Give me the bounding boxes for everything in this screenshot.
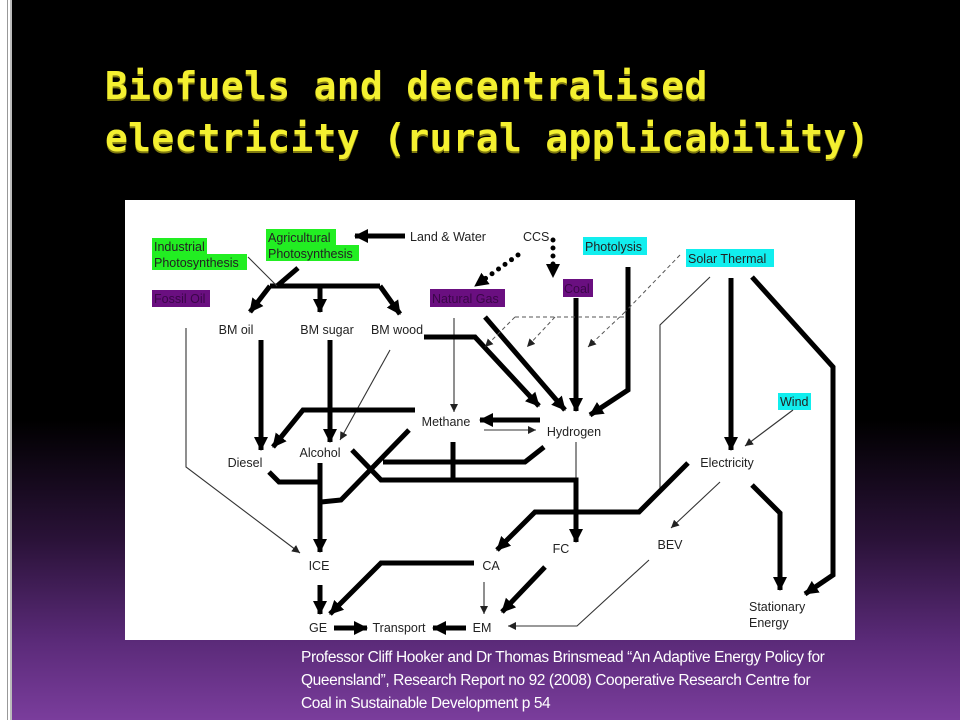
edge-fc-to-em: [500, 565, 547, 614]
node-stationary-energy: Stationary: [749, 600, 806, 614]
energy-pathways-diagram: Industrial Photosynthesis Agricultural P…: [125, 200, 855, 640]
node-transport: Transport: [372, 621, 426, 635]
edge-wind-to-electricity: [744, 409, 794, 447]
highlight-agricultural: [266, 229, 336, 245]
edge-dashed-to-hydrogen-3: [587, 311, 626, 348]
node-natural-gas: Natural Gas: [432, 292, 499, 306]
edge-industrial-link: [247, 256, 278, 287]
node-ge: GE: [309, 621, 327, 635]
node-agricultural-photosynthesis-line2: Photosynthesis: [268, 247, 353, 261]
title-line-1: Biofuels and decentralised: [105, 64, 708, 108]
node-ca: CA: [482, 559, 500, 573]
node-industrial-photosynthesis-line2: Photosynthesis: [154, 256, 239, 270]
highlight-industrial-2: [152, 254, 247, 270]
edge-dashed-to-ng-hydrogen: [484, 316, 516, 348]
node-bm-oil: BM oil: [219, 323, 254, 337]
node-ice: ICE: [309, 559, 330, 573]
node-bev: BEV: [657, 538, 683, 552]
highlight-solar-thermal: [686, 249, 774, 267]
node-agricultural-photosynthesis: Agricultural: [268, 231, 331, 245]
node-ccs: CCS: [523, 230, 549, 244]
node-fc: FC: [553, 542, 570, 556]
node-bm-wood: BM wood: [371, 323, 423, 337]
edge-ccs-to-natural-gas: [472, 252, 521, 289]
node-land-water: Land & Water: [410, 230, 486, 244]
edge-bm-wood-to-hydrogen: [424, 334, 541, 408]
node-industrial-photosynthesis: Industrial: [154, 240, 205, 254]
node-hydrogen: Hydrogen: [547, 425, 601, 439]
edge-dashed-to-hydrogen-2: [526, 316, 556, 348]
node-electricity: Electricity: [700, 456, 754, 470]
title-line-2: electricity (rural applicability): [105, 116, 870, 160]
edge-natural-gas-to-hydrogen: [483, 315, 567, 412]
edge-solar-thermal-thin-link: [659, 276, 711, 492]
highlight-photolysis: [583, 237, 647, 255]
highlight-coal: [563, 279, 593, 297]
node-stationary-energy-line2: Energy: [749, 616, 789, 630]
citation-line-1: Professor Cliff Hooker and Dr Thomas Bri…: [301, 649, 825, 666]
node-em: EM: [473, 621, 492, 635]
edge-to-bm-oil: [248, 284, 272, 314]
edge-solar-thermal-to-stationary: [750, 275, 836, 597]
edge-methane-to-ice: [320, 428, 411, 505]
edge-fossil-oil-to-ice: [185, 328, 301, 554]
node-photolysis: Photolysis: [585, 240, 642, 254]
node-alcohol: Alcohol: [300, 446, 341, 460]
highlight-industrial: [152, 238, 207, 254]
edge-ca-to-ge: [328, 560, 474, 616]
highlight-wind: [778, 393, 811, 410]
highlight-agricultural-2: [266, 245, 359, 261]
node-wind: Wind: [780, 395, 809, 409]
source-citation: Professor Cliff Hooker and Dr Thomas Bri…: [301, 646, 825, 715]
edge-to-bm-wood: [377, 284, 403, 316]
edge-diesel-to-ice: [267, 470, 320, 485]
node-bm-sugar: BM sugar: [300, 323, 354, 337]
edge-agricultural-stem: [275, 266, 300, 288]
edge-alcohol-to-fc: [350, 448, 583, 543]
edge-bm-wood-to-alcohol: [339, 349, 391, 441]
edge-bev-to-em: [508, 559, 650, 630]
edge-hydrogen-to-ice: [383, 445, 546, 465]
citation-line-3: Coal in Sustainable Development p 54: [301, 695, 551, 712]
node-coal: Coal: [564, 282, 590, 296]
edge-photolysis-to-hydrogen: [588, 267, 631, 418]
edge-solar-dashed-link: [624, 254, 681, 313]
edge-electricity-to-bev: [670, 481, 721, 529]
edge-methane-to-diesel: [271, 407, 415, 449]
node-methane: Methane: [422, 415, 471, 429]
node-fossil-oil: Fossil Oil: [154, 292, 205, 306]
edge-electricity-to-ca: [495, 461, 690, 552]
diagram-canvas: Industrial Photosynthesis Agricultural P…: [152, 229, 836, 635]
edge-electricity-to-stationary: [750, 483, 787, 591]
highlight-natural-gas: [430, 289, 505, 307]
slide-title: Biofuels and decentralised electricity (…: [105, 60, 870, 164]
node-diesel: Diesel: [228, 456, 263, 470]
citation-line-2: Queensland”, Research Report no 92 (2008…: [301, 672, 811, 689]
highlight-fossil-oil: [152, 290, 210, 307]
node-solar-thermal: Solar Thermal: [688, 252, 766, 266]
slide-left-border: [0, 0, 12, 720]
